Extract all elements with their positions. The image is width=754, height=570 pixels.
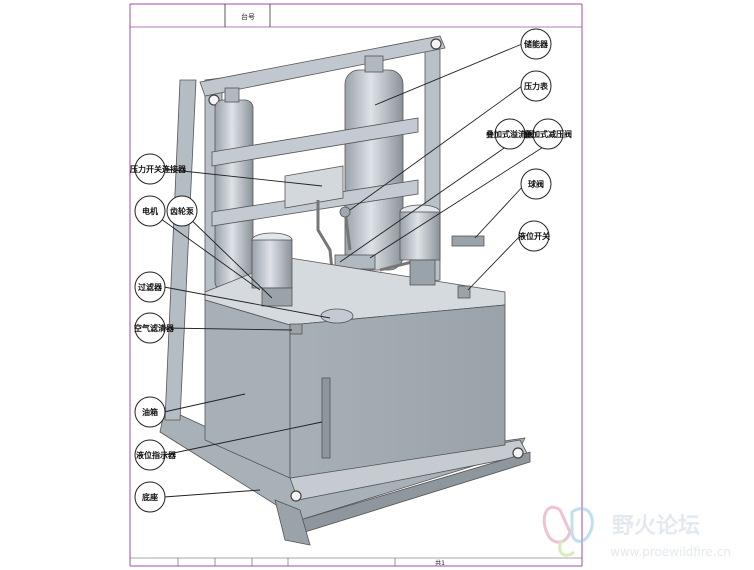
ball-valve-body [451,235,485,247]
callout-gear-pump: 齿轮泵 [166,195,198,227]
callout-oil-tank: 油箱 [134,396,166,428]
watermark-name: 野火论坛 [612,513,700,539]
drawing-border: 台号 共1 [129,3,583,567]
title-block-bottom-text: 共1 [435,559,445,567]
callout-accumulator: 储能器 [520,28,552,60]
callout-gear-pump-label: 齿轮泵 [170,206,194,216]
callout-pressure-gauge-label: 压力表 [524,81,549,91]
callout-oil-tank-label: 油箱 [142,407,158,417]
callout-reducing-valve: 叠加式减压阀 [524,118,572,150]
forum-watermark: 野火论坛 www.proewildfire.cn [542,506,731,559]
callout-level-switch: 液位开关 [518,220,550,252]
callout-overflow-valve-label: 叠加式溢流阀 [486,129,534,139]
pressure-switch-plate [284,165,344,209]
machine-illustration [159,35,531,546]
leader-lines [149,43,549,498]
callout-level-switch-label: 液位开关 [518,231,550,241]
butterfly-logo-icon [542,506,594,557]
callout-air-filter-label: 空气滤清器 [134,323,175,333]
callout-ball-valve-label: 球阀 [528,179,544,189]
callout-motor: 电机 [134,195,166,227]
accumulator-right [344,69,404,271]
callout-base-label: 底座 [141,492,158,502]
callout-air-filter: 空气滤清器 [134,312,175,344]
motor-right [399,204,441,286]
watermark-url: www.proewildfire.cn [610,545,731,559]
callout-motor-label: 电机 [142,206,158,216]
callout-pressure-switch-connector-label: 压力开关连接器 [130,164,187,174]
callout-filter-label: 过滤器 [138,282,163,292]
level-switch-body [457,285,471,299]
motor-left [251,232,293,307]
callout-overflow-valve: 叠加式溢流阀 [486,118,534,150]
level-indicator-glass [321,377,331,459]
callout-base: 底座 [134,481,166,513]
callout-level-indicator-label: 液位指示器 [136,450,177,460]
callout-pressure-gauge: 压力表 [520,70,552,102]
title-block-top-text: 台号 [241,12,255,21]
callout-level-indicator: 液位指示器 [134,439,177,471]
callout-reducing-valve-label: 叠加式减压阀 [524,129,572,139]
filter-housing [320,308,354,324]
air-breather [289,323,303,335]
callout-ball-valve: 球阀 [520,168,552,200]
callout-filter: 过滤器 [134,271,166,303]
callout-accumulator-label: 储能器 [523,39,549,49]
callout-pressure-switch-connector: 压力开关连接器 [130,153,187,185]
